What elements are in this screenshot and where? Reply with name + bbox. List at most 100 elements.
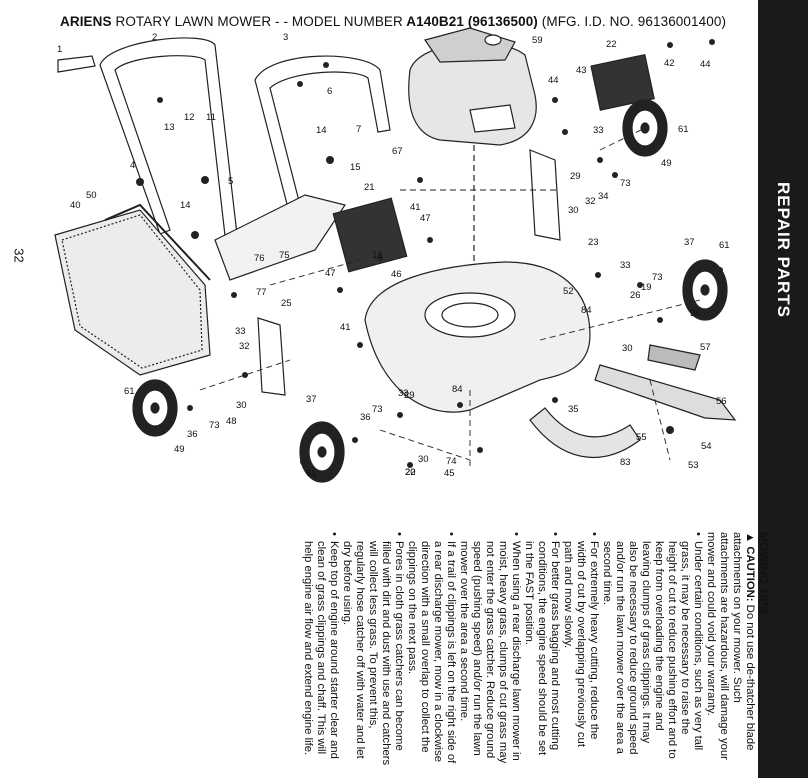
part-callout: 30 <box>418 454 429 465</box>
blade-adapter <box>647 344 701 371</box>
height-adjuster-front <box>529 149 561 241</box>
part-callout: 14 <box>180 200 191 211</box>
part-callout: 77 <box>256 287 267 298</box>
part-callout: 22 <box>606 39 617 50</box>
part-callout: 33 <box>593 125 604 136</box>
part-callout: 21 <box>364 182 375 193</box>
baffle <box>529 407 641 458</box>
part-callout: 19 <box>641 282 652 293</box>
page-title: ARIENS ROTARY LAWN MOWER - - MODEL NUMBE… <box>60 14 726 29</box>
part-callout: 33 <box>235 326 246 337</box>
part-callout: 12 <box>184 112 195 123</box>
part-callout: 29 <box>570 171 581 182</box>
part-callout: 56 <box>716 396 727 407</box>
tip-item: When using a rear discharge lawn mower i… <box>457 541 522 767</box>
caution-note: ▲ CAUTION: Do not use de-thatcher blade … <box>704 532 756 767</box>
part-callout: 61 <box>678 124 689 135</box>
title-text: ROTARY LAWN MOWER - - MODEL NUMBER <box>115 14 403 29</box>
part-callout: 40 <box>70 200 81 211</box>
part-callout: 61 <box>306 468 317 479</box>
tip-item: Pores in cloth grass catchers can become… <box>340 541 405 767</box>
part-callout: 25 <box>281 298 292 309</box>
part-callout: 32 <box>239 341 250 352</box>
hardware <box>136 39 723 468</box>
part-callout: 48 <box>226 416 237 427</box>
section-label: REPAIR PARTS <box>774 181 793 319</box>
part-callout: 5 <box>228 176 233 187</box>
part-callout: 84 <box>581 305 592 316</box>
tips-heading: MOWING TIPS <box>757 532 771 614</box>
part-callout: 33 <box>620 260 631 271</box>
part-callout: 23 <box>588 237 599 248</box>
part-callout: 74 <box>446 456 457 467</box>
part-callout: 37 <box>684 237 695 248</box>
part-callout: 47 <box>325 268 336 279</box>
wheel-rear-left <box>132 379 178 437</box>
lower-handle <box>254 55 391 209</box>
part-callout: 34 <box>598 191 609 202</box>
part-callout: 36 <box>690 308 701 319</box>
part-callout: 15 <box>350 162 361 173</box>
height-adjuster-left <box>257 317 286 396</box>
part-callout: 75 <box>279 250 290 261</box>
part-callout: 49 <box>661 158 672 169</box>
part-callout: 73 <box>620 178 631 189</box>
wheel-front-right <box>682 259 728 321</box>
starter-rope-guide <box>57 55 96 73</box>
part-callout: 55 <box>636 432 647 443</box>
part-callout: 73 <box>372 404 383 415</box>
part-callout: 26 <box>630 290 641 301</box>
blade <box>594 364 737 421</box>
part-callout: 73 <box>209 420 220 431</box>
part-callout: 59 <box>532 35 543 46</box>
part-callout: 46 <box>391 269 402 280</box>
model-number: A140B21 (96136500) <box>406 14 538 29</box>
part-callout: 4 <box>130 160 135 171</box>
part-callout: 20 <box>405 467 416 478</box>
part-callout: 18 <box>372 250 383 261</box>
part-callout: 41 <box>410 202 421 213</box>
part-callout: 49 <box>174 444 185 455</box>
section-sidebar <box>758 0 808 778</box>
part-callout: 7 <box>356 124 361 135</box>
caution-label: ▲ CAUTION: <box>744 532 756 602</box>
part-callout: 67 <box>392 146 403 157</box>
part-callout: 13 <box>164 122 175 133</box>
part-callout: 44 <box>548 75 559 86</box>
part-callout: 41 <box>340 322 351 333</box>
part-callout: 30 <box>622 343 633 354</box>
tips-list: Under certain conditions, such as very t… <box>301 532 704 767</box>
part-callout: 36 <box>187 429 198 440</box>
mower-deck <box>364 261 591 413</box>
mfg-id: (MFG. I.D. NO. 96136001400) <box>541 14 727 29</box>
part-callout: 30 <box>568 205 579 216</box>
grass-catcher <box>54 203 211 376</box>
part-callout: 84 <box>452 384 463 395</box>
part-callout: 47 <box>420 213 431 224</box>
tip-item: For extremely heavy cutting, reduce the … <box>561 541 600 767</box>
engine <box>408 27 537 270</box>
part-callout: 50 <box>86 190 97 201</box>
part-callout: 36 <box>360 412 371 423</box>
part-callout: 35 <box>568 404 579 415</box>
part-callout: 3 <box>283 32 288 43</box>
part-callout: 57 <box>700 342 711 353</box>
part-callout: 83 <box>620 457 631 468</box>
tip-item: Under certain conditions, such as very t… <box>600 541 704 767</box>
part-callout: 33 <box>398 388 409 399</box>
part-callout: 61 <box>719 240 730 251</box>
part-callout: 1 <box>57 44 62 55</box>
part-callout: 14 <box>316 125 327 136</box>
rear-deflector <box>332 197 408 273</box>
part-callout: 44 <box>700 59 711 70</box>
brand-name: ARIENS <box>60 14 112 29</box>
part-callout: 30 <box>236 400 247 411</box>
rear-flap <box>214 194 346 281</box>
part-callout: 76 <box>254 253 265 264</box>
part-callout: 32 <box>585 196 596 207</box>
part-callout: 29 <box>404 390 415 401</box>
part-callout: 2 <box>152 32 157 43</box>
part-callout: 73 <box>652 272 663 283</box>
part-callout: 53 <box>688 460 699 471</box>
